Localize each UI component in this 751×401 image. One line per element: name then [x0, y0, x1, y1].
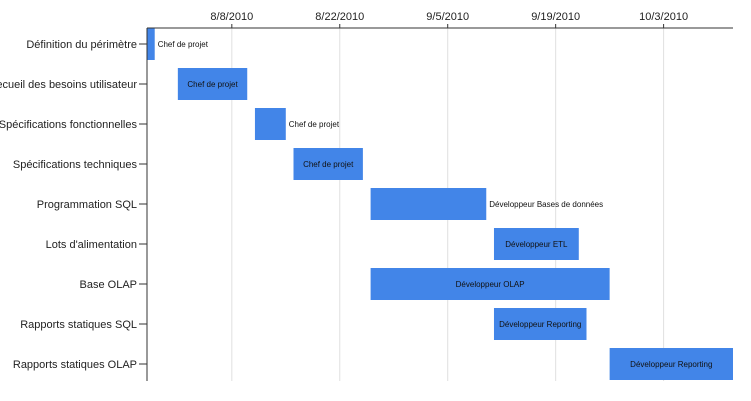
bar-resource-label: Chef de projet: [158, 40, 209, 49]
task-bar: [147, 28, 155, 60]
x-tick-label: 8/8/2010: [210, 11, 253, 23]
bar-resource-label: Développeur Bases de données: [489, 200, 603, 209]
task-bar: [609, 348, 733, 380]
bar-resource-label: Développeur OLAP: [456, 280, 525, 289]
x-tick-label: 8/22/2010: [315, 11, 364, 23]
bar-resource-label: Développeur ETL: [505, 240, 568, 249]
x-tick-label: 9/5/2010: [426, 11, 469, 23]
bar-resource-label: Développeur Reporting: [630, 360, 712, 369]
task-bar: [493, 308, 587, 340]
task-bar: [293, 148, 363, 180]
bar-resource-label: Chef de projet: [187, 80, 238, 89]
task-bar: [370, 268, 610, 300]
task-label: Rapports statiques SQL: [20, 319, 137, 331]
task-label: Rapports statiques OLAP: [13, 359, 137, 371]
task-label: Spécifications techniques: [13, 159, 138, 171]
x-tick-label: 10/3/2010: [639, 11, 688, 23]
task-bar: [370, 188, 487, 220]
task-bar: [254, 108, 286, 140]
task-label: Définition du périmètre: [26, 39, 137, 51]
task-bar: [177, 68, 248, 100]
task-bar: [493, 228, 579, 260]
x-tick-label: 9/19/2010: [531, 11, 580, 23]
task-label: Spécifications fonctionnelles: [0, 119, 137, 131]
bar-resource-label: Développeur Reporting: [499, 320, 581, 329]
bar-resource-label: Chef de projet: [303, 160, 354, 169]
task-label: Programmation SQL: [37, 199, 137, 211]
task-label: Base OLAP: [80, 279, 137, 291]
task-label: Lots d'alimentation: [46, 239, 137, 251]
bar-resource-label: Chef de projet: [289, 120, 340, 129]
task-label: Recueil des besoins utilisateur: [0, 79, 137, 91]
